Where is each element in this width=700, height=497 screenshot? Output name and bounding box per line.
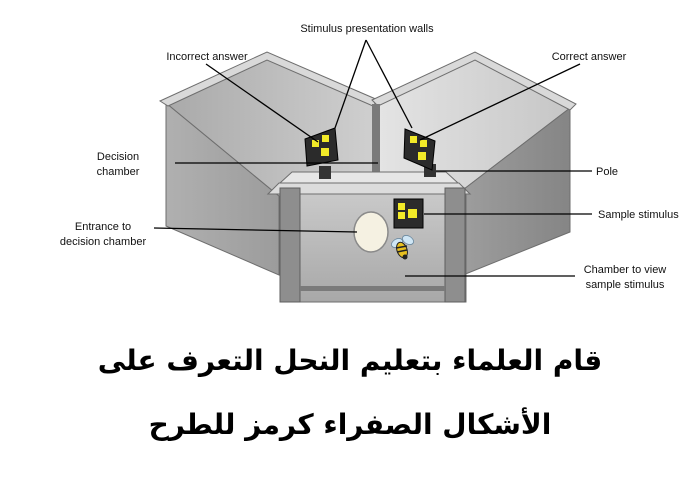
label-incorrect-answer: Incorrect answer [166,51,248,63]
label-entrance-line1: Entrance to [75,221,131,233]
stimulus-square [398,203,405,210]
pole-left [319,166,331,179]
label-stimulus-walls: Stimulus presentation walls [300,23,434,35]
front-pillar-right [444,187,466,303]
label-decision-chamber-line1: Decision [97,151,139,163]
arabic-caption-line-1: قام العلماء بتعليم النحل التعرف على [97,344,603,377]
label-entrance-line2: decision chamber [60,236,147,248]
stimulus-square [321,148,329,156]
viewing-chamber-top [266,182,472,195]
stimulus-square [398,212,405,219]
incorrect-stimulus [304,127,339,167]
entrance-hole [353,211,389,253]
label-correct-answer: Correct answer [552,51,627,63]
viewing-chamber-floor-rail [300,286,445,291]
stimulus-square [312,140,319,147]
leader-stimulus-walls-left [334,39,367,129]
leader-stimulus-walls-right [365,39,413,129]
center-divider [372,104,380,180]
leader-incorrect-answer [205,63,319,143]
bee-icon [391,235,414,260]
label-pole: Pole [596,166,618,178]
leader-entrance [153,227,358,233]
label-view-chamber-line1: Chamber to view [584,264,667,276]
label-sample-stimulus: Sample stimulus [598,209,679,221]
label-view-chamber-line2: sample stimulus [586,279,665,291]
stimulus-square [322,135,329,142]
stimulus-square [420,140,427,147]
front-pillar-left [279,187,301,303]
leader-correct-answer [419,63,581,141]
label-decision-chamber-line2: chamber [97,166,140,178]
stimulus-square [410,136,417,143]
sample-stimulus [393,198,424,229]
stimulus-square [418,152,426,160]
stimulus-square [408,209,417,218]
arabic-caption-line-2: الأشكال الصفراء كرمز للطرح [148,408,552,441]
